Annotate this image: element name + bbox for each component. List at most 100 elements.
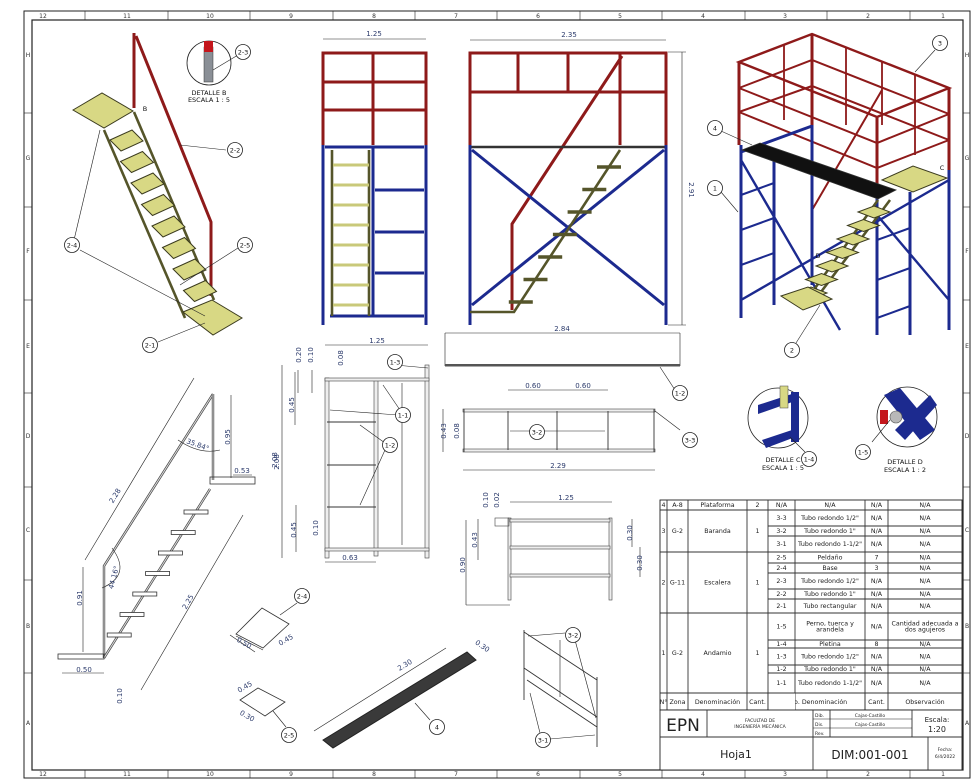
- tread: [170, 530, 196, 535]
- balloon-label: 3-2: [568, 631, 579, 639]
- bom-group-zone: G-11: [670, 580, 685, 587]
- balloon-label: 1-3: [390, 358, 401, 366]
- zone-letter-left: E: [26, 343, 30, 350]
- scaffold-front-view: 1.25: [321, 30, 428, 325]
- bom-row-observation: N/A: [919, 603, 931, 610]
- bom-row-code: N/A: [776, 502, 788, 509]
- balloon-label: 1-2: [675, 389, 686, 397]
- balloon-label: 1-4: [804, 455, 815, 463]
- bom-row-code: 2-5: [776, 555, 786, 562]
- bom-group-qty: 2: [755, 502, 759, 509]
- bom-row-observation: N/A: [919, 515, 931, 522]
- zone-number-top: 10: [206, 13, 214, 20]
- dim-side-002: 0.02: [493, 492, 501, 508]
- scale-label: Escala:: [925, 716, 950, 724]
- dim-stair-095: 0.95: [224, 429, 232, 445]
- plank-part-view: 2.30 0.30: [313, 639, 491, 749]
- bom-group-qty: 1: [755, 528, 759, 535]
- base-part-view: 0.50 0.45: [229, 602, 298, 653]
- dim-frame-063: 0.63: [342, 554, 358, 562]
- zone-number-bottom: 6: [536, 771, 540, 778]
- balloon-label: 3-3: [685, 436, 696, 444]
- tread: [106, 632, 132, 638]
- balloon-2-5: 2-5: [237, 237, 253, 253]
- balloon-2: 2: [784, 342, 800, 358]
- bom-group-zone: G-2: [672, 528, 683, 535]
- zone-letter-right: H: [965, 52, 970, 59]
- sheet-name: Hoja1: [720, 748, 752, 761]
- detail-b-title: DETALLE B: [192, 89, 227, 97]
- bom-row-description: Pletina: [819, 641, 841, 648]
- bom-row-code: 1-4: [776, 641, 786, 648]
- bom-row-code: 1-1: [776, 680, 786, 687]
- balloon-1: 1: [707, 180, 723, 196]
- date-value: 6/4/2022: [935, 754, 955, 760]
- tread: [140, 193, 176, 217]
- bom-row-observation: N/A: [919, 666, 931, 673]
- balloon-circle: [387, 354, 403, 370]
- bom-row-code: 3-3: [776, 515, 786, 522]
- bom-row-description: Base: [822, 565, 837, 572]
- zone-number-bottom: 8: [372, 771, 376, 778]
- bom-row-qty: N/A: [871, 578, 883, 585]
- zone-letter-right: F: [965, 248, 969, 255]
- dim-side-090: 0.90: [459, 557, 467, 573]
- bom-row-description: Tubo redondo 1": [803, 666, 856, 673]
- bom-header-zona: Zona: [669, 699, 685, 706]
- balloon-1-3: 1-3: [387, 354, 403, 370]
- bom-group-number: 2: [661, 580, 665, 587]
- balloon-label: 3-2: [532, 428, 543, 436]
- railing-top-view: 0.60 0.60 0.43 0.08 2.29: [440, 382, 681, 471]
- tread: [835, 232, 871, 246]
- balloon-circle: [237, 237, 253, 253]
- dis-name: Cajas-Castillo: [855, 722, 886, 728]
- zone-number-bottom: 2: [866, 771, 870, 778]
- zone-number-top: 5: [618, 13, 622, 20]
- drawing-number: DIM:001-001: [831, 748, 908, 762]
- dim-side-030b: 0.30: [636, 555, 644, 571]
- tread: [161, 236, 197, 260]
- dim-bar-length: 2.84: [554, 325, 570, 333]
- bom-header-no: N°: [660, 698, 668, 706]
- zone-letter-right: B: [965, 623, 969, 630]
- tread: [183, 509, 209, 515]
- bom-group-qty: 1: [755, 580, 759, 587]
- bom-row-observation: N/A: [919, 502, 931, 509]
- zone-number-top: 6: [536, 13, 540, 20]
- bom-row-observation: N/A: [919, 565, 931, 572]
- dim-rail-229: 2.29: [550, 462, 566, 470]
- balloon-label: 2: [790, 346, 794, 354]
- detail-c-marker: C: [940, 164, 945, 172]
- bom-row-qty: N/A: [871, 541, 883, 548]
- balloon-label: 4: [435, 723, 439, 731]
- tread: [814, 259, 850, 273]
- bom-row-qty: N/A: [871, 515, 883, 522]
- balloon-2-1: 2-1: [142, 337, 158, 353]
- balloon-3: 3: [932, 35, 948, 51]
- bom-row-code: 1-2: [776, 666, 786, 673]
- frame-view: 1.25 0.20 0.10 0.08 0.45 2.08 0.45 0.10 …: [273, 337, 430, 563]
- zone-number-top: 8: [372, 13, 376, 20]
- zone-letter-left: H: [26, 52, 31, 59]
- bar-view: 2.84: [444, 325, 681, 391]
- balloon-circle: [429, 719, 445, 735]
- zone-letter-right: A: [965, 720, 970, 727]
- zone-letter-left: A: [26, 720, 31, 727]
- bom-row-qty: N/A: [871, 654, 883, 661]
- dim-stair-ang2: 44.16°: [107, 565, 121, 590]
- scale-value: 1:20: [928, 725, 946, 734]
- dim-frame-height: 2.08: [273, 454, 281, 470]
- bom-header-denominacion: Denominación: [695, 698, 740, 706]
- balloon-2-5: 2-5: [281, 727, 297, 743]
- balloon-3-2: 3-2: [565, 627, 581, 643]
- bom-row-description: Tubo redondo 1-1/2": [797, 541, 862, 548]
- dim-stair-ang1: 35.84°: [185, 437, 210, 453]
- bom-group-name: Andamio: [704, 650, 732, 657]
- balloon-circle: [235, 44, 251, 60]
- balloon-label: 2-3: [238, 48, 249, 56]
- bom-row-description: Tubo redondo 1/2": [800, 654, 859, 661]
- detail-b-marker: B: [143, 105, 147, 113]
- dim-side-043: 0.43: [471, 532, 479, 548]
- zone-letter-right: D: [965, 433, 970, 440]
